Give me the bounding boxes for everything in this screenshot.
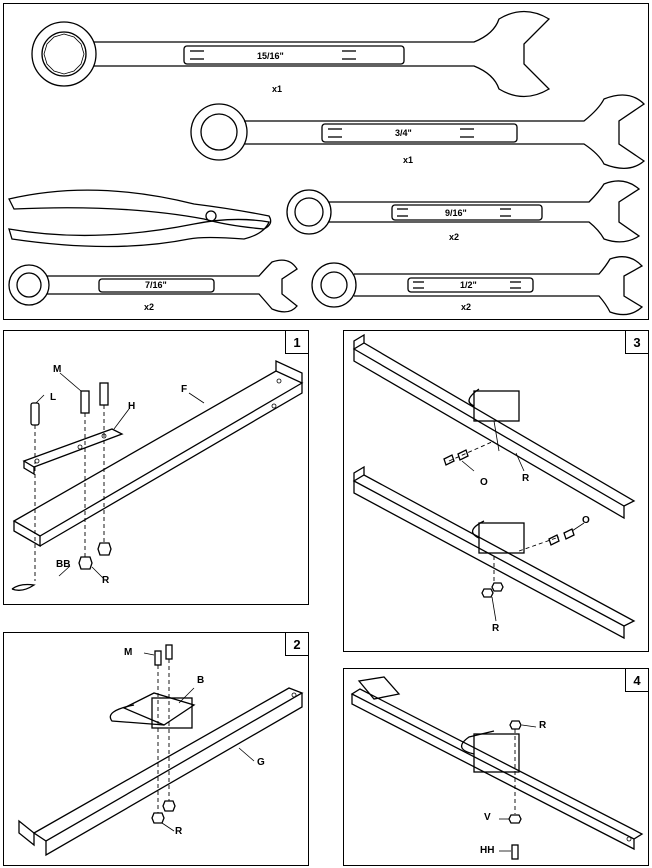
callout-G: G xyxy=(257,757,265,768)
wrench-15-16 xyxy=(31,10,551,98)
callout-R: R xyxy=(175,826,183,837)
pliers xyxy=(8,189,272,248)
wrench-size-label: 1/2" xyxy=(460,280,477,290)
step-3-panel: 3 O R O R xyxy=(343,330,649,652)
wrench-7-16 xyxy=(8,259,298,313)
callout-B: B xyxy=(197,675,205,686)
wrench-qty-label: x1 xyxy=(403,155,414,165)
wrench-qty-label: x2 xyxy=(449,232,460,242)
step-number: 2 xyxy=(285,633,308,656)
callout-BB: BB xyxy=(56,559,71,570)
callout-O: O xyxy=(582,515,590,526)
step-1-panel: 1 M L H F BB R xyxy=(3,330,309,605)
step-1-illustration xyxy=(11,359,304,591)
callout-O: O xyxy=(480,477,488,488)
wrench-qty-label: x2 xyxy=(144,302,155,312)
step-4-panel: 4 R V HH xyxy=(343,668,649,866)
wrench-size-label: 3/4" xyxy=(395,128,412,138)
step-3-illustration xyxy=(352,333,636,640)
wrench-qty-label: x2 xyxy=(461,302,472,312)
wrench-3-4 xyxy=(190,94,646,169)
callout-M: M xyxy=(53,364,62,375)
wrench-1-2 xyxy=(311,256,644,316)
callout-R: R xyxy=(522,473,530,484)
step-2-panel: 2 M B G R xyxy=(3,632,309,866)
step-number: 3 xyxy=(625,331,648,354)
wrench-9-16 xyxy=(286,180,641,243)
callout-V: V xyxy=(484,812,491,823)
wrench-size-label: 15/16" xyxy=(257,51,284,61)
callout-HH: HH xyxy=(480,845,495,856)
tools-panel: 15/16" x1 3/4" x1 9/16" x2 7/16" x2 1/2"… xyxy=(3,3,649,320)
callout-H: H xyxy=(128,401,136,412)
wrench-size-label: 7/16" xyxy=(145,280,167,290)
wrench-qty-label: x1 xyxy=(272,84,283,94)
callout-R: R xyxy=(102,575,110,586)
callout-R: R xyxy=(492,623,500,634)
step-number: 4 xyxy=(625,669,648,692)
callout-L: L xyxy=(50,392,57,403)
callout-F: F xyxy=(181,384,188,395)
step-number: 1 xyxy=(285,331,308,354)
tools-illustration xyxy=(8,10,646,316)
wrench-size-label: 9/16" xyxy=(445,208,467,218)
callout-R: R xyxy=(539,720,547,731)
step-2-illustration xyxy=(18,644,304,857)
callout-M: M xyxy=(124,647,133,658)
step-4-illustration xyxy=(350,676,644,860)
